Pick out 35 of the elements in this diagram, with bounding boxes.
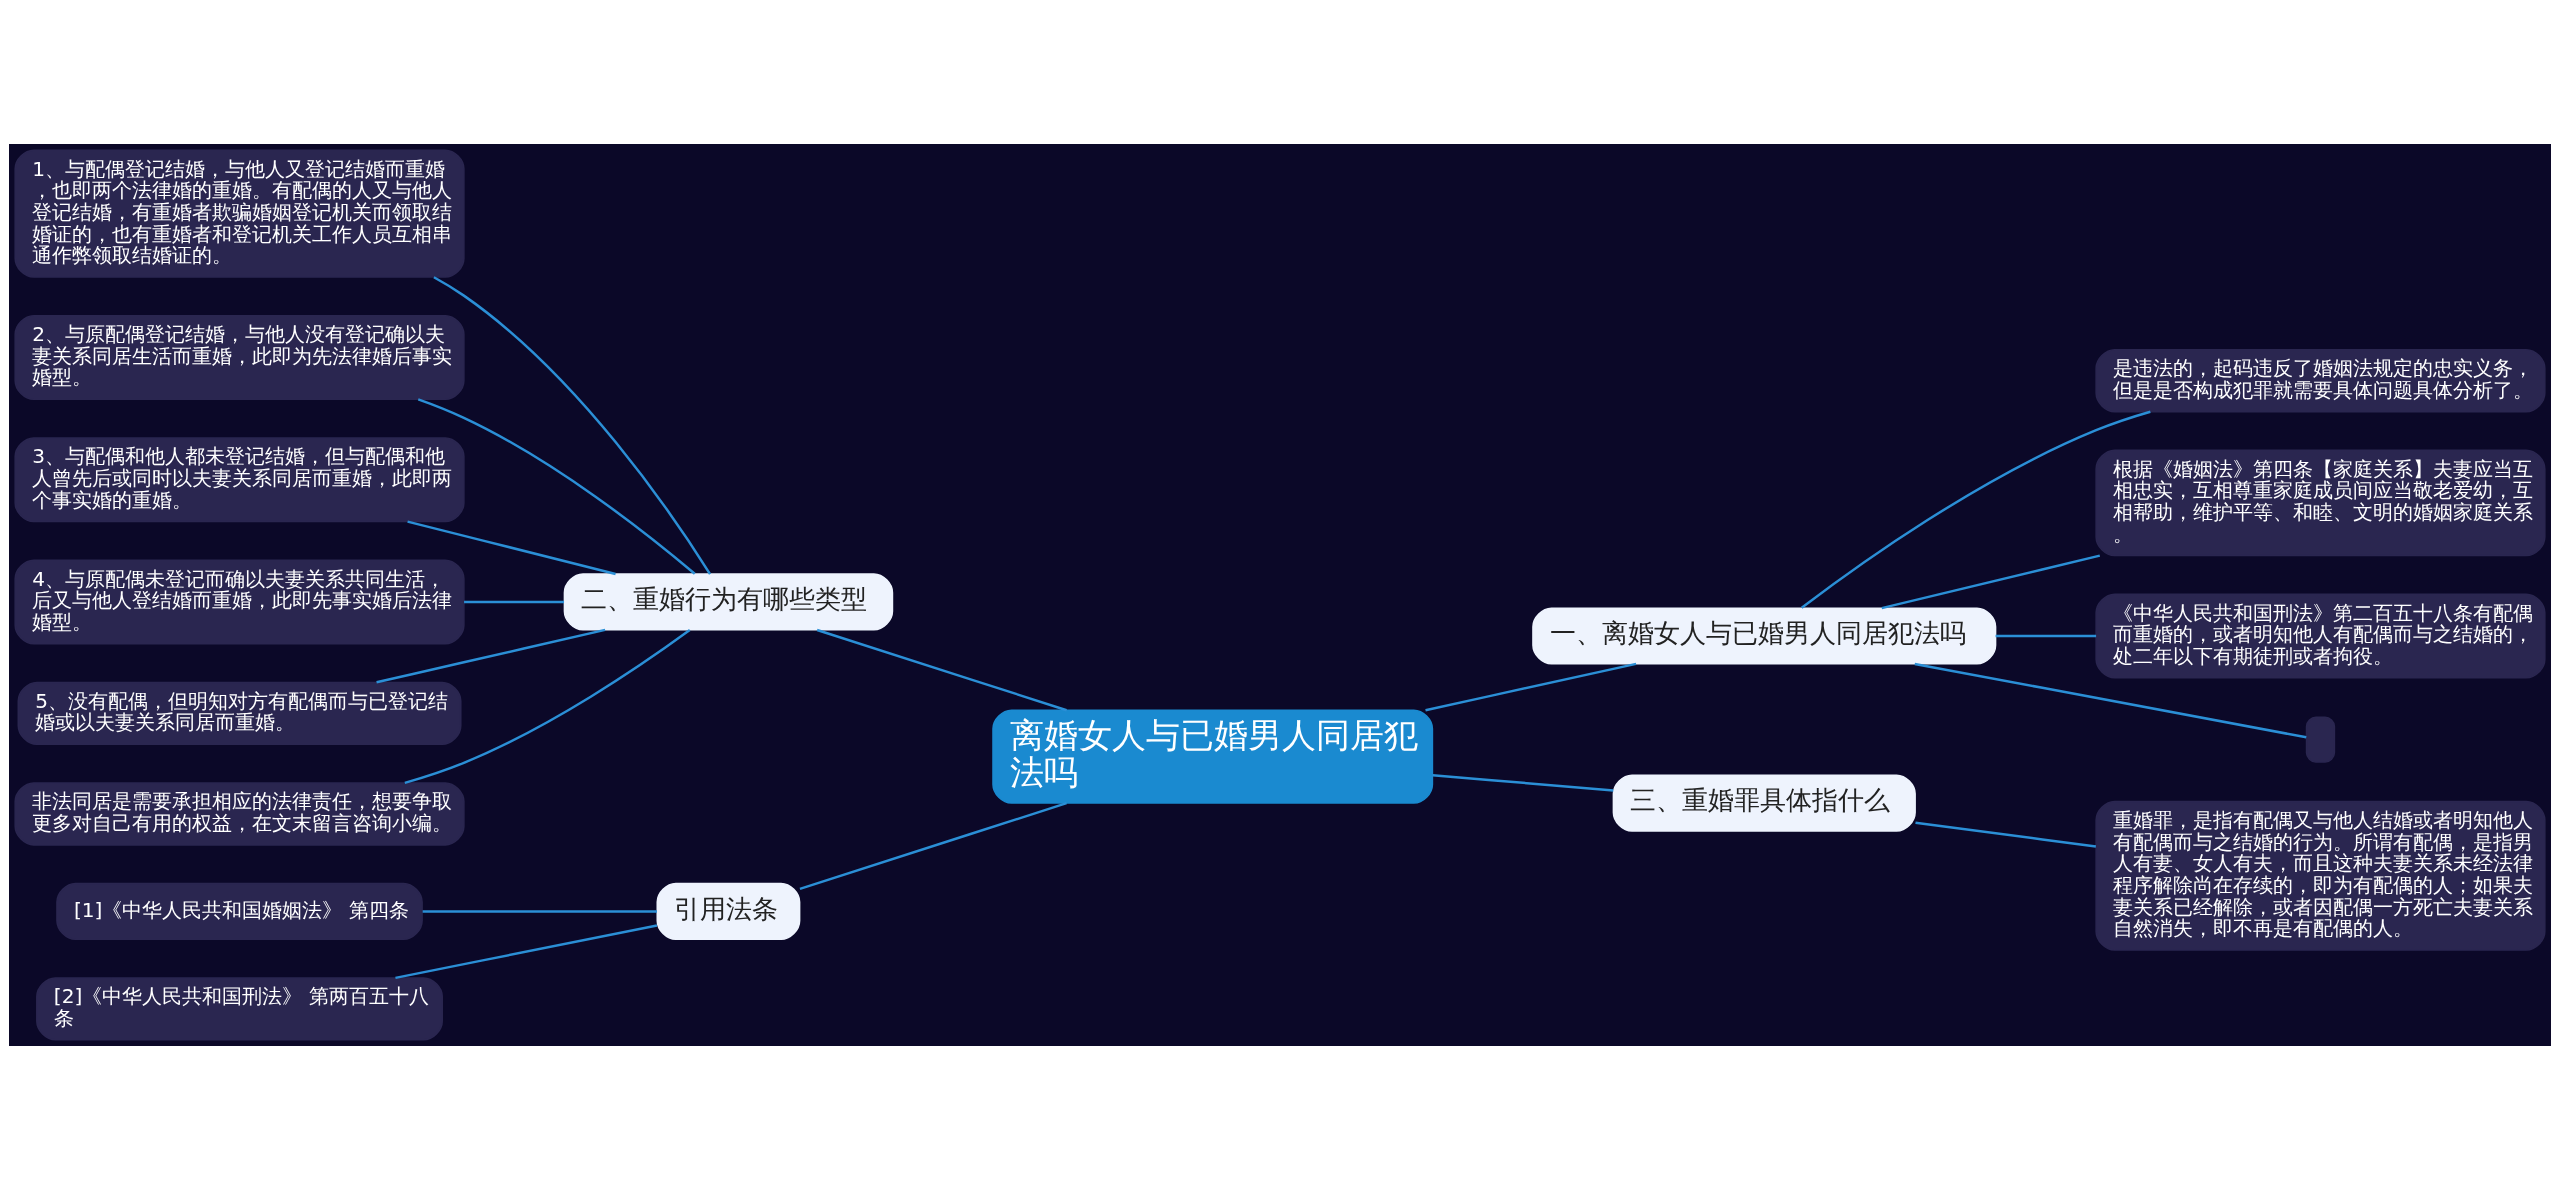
node-box: 2、与原配偶登记结婚，与他人没有登记确以夫妻关系同居生活而重婚，此即为先法律婚后事实婚型。 xyxy=(14,314,465,400)
node-box: 三、重婚罪具体指什么 xyxy=(1612,773,1916,832)
connector xyxy=(1432,773,1614,792)
connector xyxy=(422,909,657,913)
node-box: 《中华人民共和国刑法》第二百五十八条有配偶而重婚的，或者明知他人有配偶而与之结婚的，处二年以下有期徒刑或者拘役。 xyxy=(2095,592,2546,679)
node-box: 重婚罪，是指有配偶又与他人结婚或者明知他人有配偶而与之结婚的行为。所谓有配偶，是指男人有妻、女人有夫，而且这种夫妻关系未经法律程序解除尚在存续的，即为有配偶的人；如果夫妻关系已经解除，或者因配偶一方死亡夫妻关系自然消失，即不再是有配偶的人。 xyxy=(2095,800,2546,951)
connector xyxy=(407,519,616,575)
connector xyxy=(464,600,565,603)
node-box xyxy=(2305,715,2336,763)
node-box: 引用法条 xyxy=(656,882,801,940)
connector xyxy=(1425,662,1637,711)
connector xyxy=(799,801,1067,890)
node-box: 3、与配偶和他人都未登记结婚，但与配偶和他人曾先后或同时以夫妻关系同居而重婚，此即两个事实婚的重婚。 xyxy=(14,436,465,522)
connector xyxy=(1881,553,2101,609)
node-box: 是违法的，起码违反了婚姻法规定的忠实义务，但是是否构成犯罪就需要具体问题具体分析了。 xyxy=(2095,348,2546,412)
connector xyxy=(417,397,696,575)
connector xyxy=(395,923,658,979)
node-box: 离婚女人与已婚男人同居犯法吗 xyxy=(992,709,1434,804)
node-box: 根据《婚姻法》第四条【家庭关系】夫妻应当互相忠实，互相尊重家庭成员间应当敬老爱幼，互相帮助，维护平等、和睦、文明的婚姻家庭关系。 xyxy=(2095,449,2546,556)
connector xyxy=(816,628,1067,711)
node-box: [2]《中华人民共和国刑法》 第两百五十八条 xyxy=(36,976,443,1041)
connector xyxy=(1800,410,2151,609)
connector xyxy=(376,628,606,683)
connector xyxy=(404,628,691,784)
node-box: 非法同居是需要承担相应的法律责任，想要争取更多对自己有用的权益，在文末留言咨询小编。 xyxy=(14,781,465,846)
node-box: 1、与配偶登记结婚，与他人又登记结婚而重婚，也即两个法律婚的重婚。有配偶的人又与他人登记结婚，有重婚者欺骗婚姻登记机关而领取结婚证的，也有重婚者和登记机关工作人员互相串通作弊领取结婚证的。 xyxy=(14,148,465,278)
connector xyxy=(1915,821,2097,848)
node-box: [1]《中华人民共和国婚姻法》 第四条 xyxy=(56,882,423,940)
node-box: 5、没有配偶，但明知对方有配偶而与已登记结婚或以夫妻关系同居而重婚。 xyxy=(17,681,462,745)
connector xyxy=(1995,634,2097,637)
node-box: 4、与原配偶未登记而确以夫妻关系共同生活，后又与他人登结婚而重婚，此即先事实婚后法律婚型。 xyxy=(14,558,465,644)
node-box: 二、重婚行为有哪些类型 xyxy=(563,572,894,631)
node-box: 一、离婚女人与已婚男人同居犯法吗 xyxy=(1532,606,1997,665)
connector xyxy=(1914,662,2307,738)
connector xyxy=(433,275,712,575)
